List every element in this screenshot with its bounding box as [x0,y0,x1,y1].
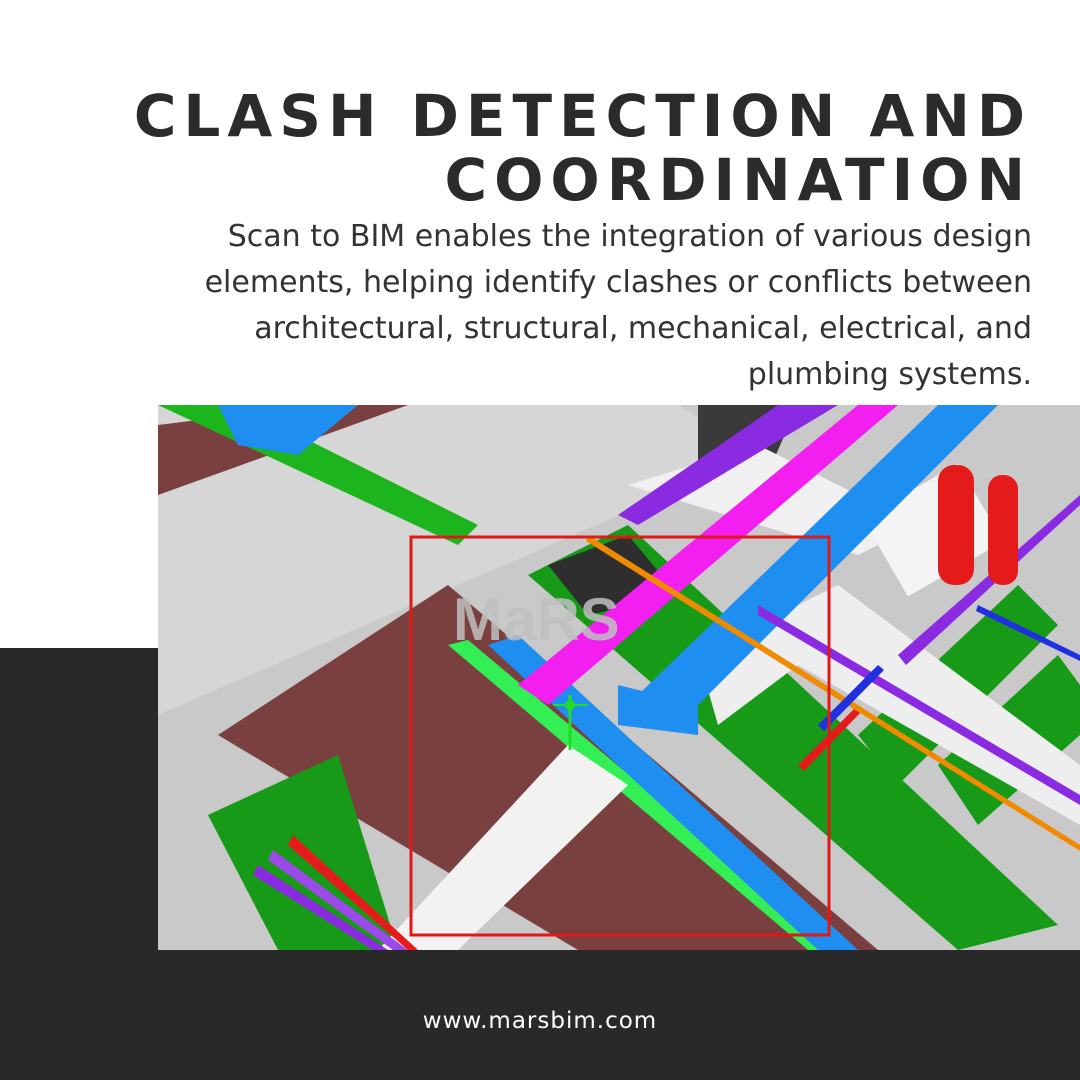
bim-clash-image: MaRS [158,405,1080,950]
clash-highlight-box [409,535,831,937]
footer-bar [0,948,1080,1080]
watermark-text: MaRS [453,586,620,653]
clash-cursor-icon [553,695,588,750]
description-text: Scan to BIM enables the integration of v… [204,219,1032,392]
footer-url-link[interactable]: www.marsbim.com [422,1008,658,1034]
title-line-2: COORDINATION [444,146,1032,214]
page-title: CLASH DETECTION AND COORDINATION [132,84,1032,212]
title-line-1: CLASH DETECTION AND [133,82,1032,150]
bim-model-render: MaRS [158,405,1080,950]
